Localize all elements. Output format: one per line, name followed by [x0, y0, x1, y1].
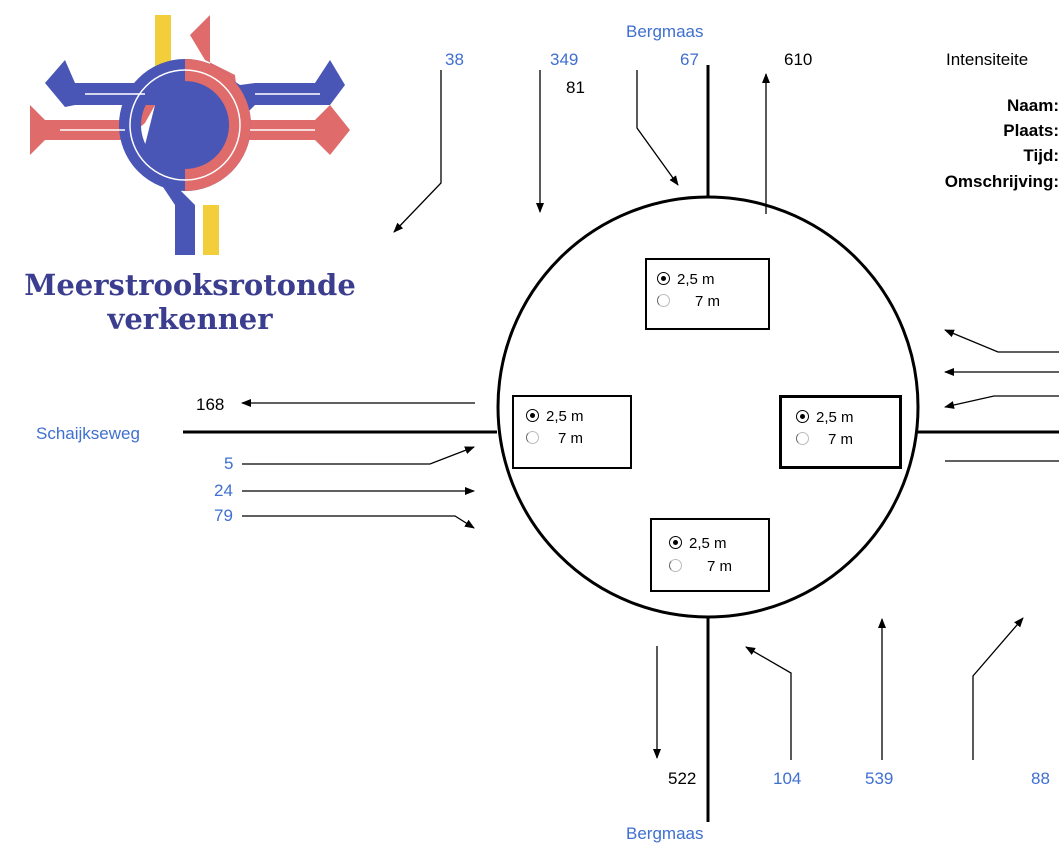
north-out-value: 610 [784, 50, 813, 69]
arrow-north-right-turn [393, 70, 442, 233]
west-in-left-value[interactable]: 79 [214, 506, 233, 525]
lane-options-east: 2,5 m 7 m [779, 395, 902, 469]
road-name-north: Bergmaas [626, 22, 704, 41]
info-heading: Intensiteite [946, 50, 1029, 69]
arrow-east-left-turn [944, 329, 1059, 353]
north-in-straight-value[interactable]: 349 [550, 50, 579, 69]
radio-selected-icon[interactable] [669, 536, 682, 549]
arrow-south-right-turn [972, 617, 1024, 760]
lane-options-west: 2,5 m 7 m [512, 395, 632, 469]
lane-options-south: 2,5 m 7 m [650, 518, 770, 592]
radio-selected-icon[interactable] [657, 272, 670, 285]
radio-selected-icon[interactable] [796, 410, 809, 423]
arrow-east-right-turn [944, 395, 1059, 409]
radio-unselected-icon[interactable] [526, 431, 539, 444]
radio-selected-icon[interactable] [526, 409, 539, 422]
road-name-south: Bergmaas [626, 824, 704, 843]
naam-label: Naam: [1007, 96, 1059, 115]
west-in-straight-value[interactable]: 24 [214, 481, 233, 500]
south-in-right-value[interactable]: 88 [1031, 769, 1050, 788]
arrow-west-left-turn [242, 515, 475, 529]
south-out-value: 522 [668, 769, 697, 788]
roundabout-ring [496, 195, 920, 619]
west-in-right-value[interactable]: 5 [224, 454, 234, 473]
arrow-south-left-turn [745, 646, 792, 760]
arrow-west-right-turn [242, 446, 475, 465]
north-extra-value: 81 [566, 78, 585, 97]
radio-unselected-icon[interactable] [669, 559, 682, 572]
tijd-label: Tijd: [1023, 146, 1059, 165]
south-in-straight-value[interactable]: 539 [865, 769, 894, 788]
road-name-west: Schaijkseweg [36, 424, 140, 443]
arrow-north-left-turn [636, 70, 679, 186]
logo-icon [30, 15, 350, 255]
omschrijving-label: Omschrijving: [944, 172, 1059, 191]
north-in-right-value[interactable]: 38 [445, 50, 464, 69]
lane-options-north: 2,5 m 7 m [645, 258, 770, 330]
logo-title: Meerstrooksrotonde [24, 268, 356, 302]
west-out-value: 168 [196, 395, 225, 414]
north-in-left-value[interactable]: 67 [680, 50, 699, 69]
south-in-left-value[interactable]: 104 [773, 769, 802, 788]
plaats-label: Plaats: [1003, 121, 1059, 140]
radio-unselected-icon[interactable] [657, 294, 670, 307]
radio-unselected-icon[interactable] [796, 432, 809, 445]
logo-subtitle: verkenner [107, 302, 273, 336]
